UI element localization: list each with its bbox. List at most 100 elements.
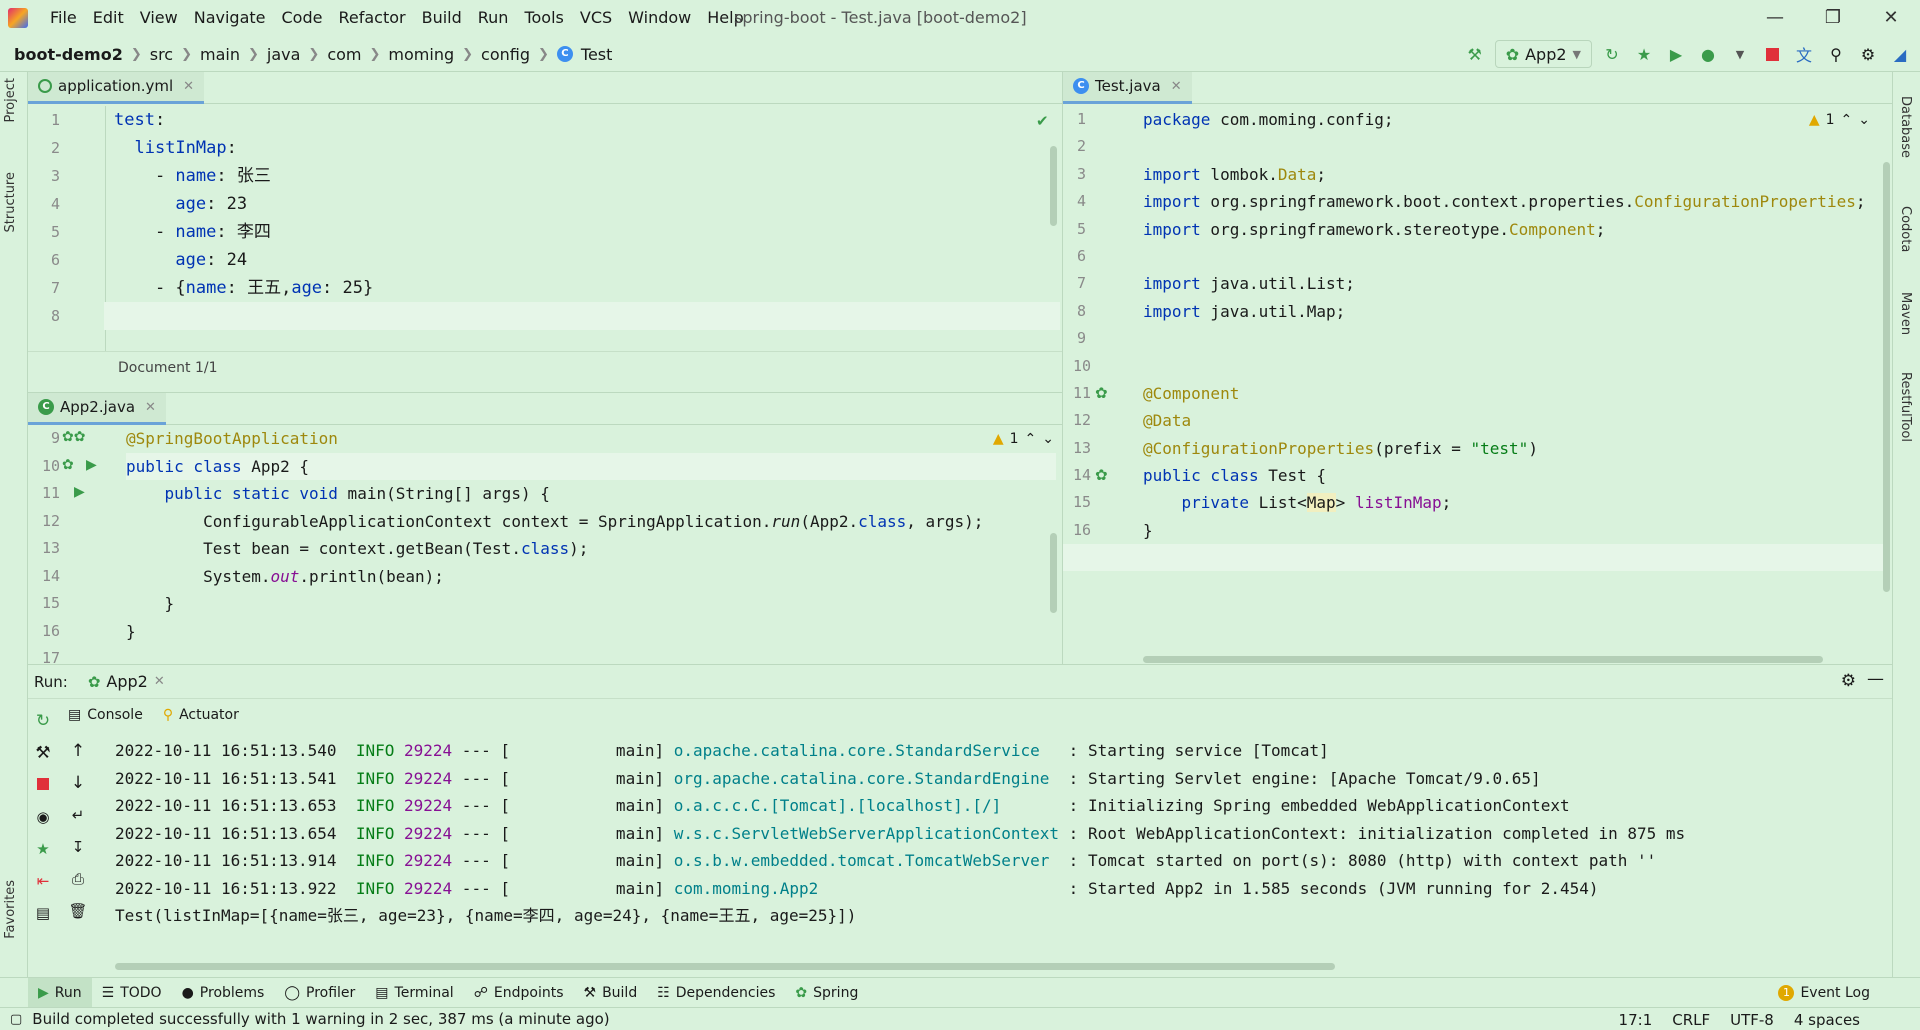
line-separator[interactable]: CRLF bbox=[1672, 1010, 1711, 1029]
status-message[interactable]: Build completed successfully with 1 warn… bbox=[32, 1010, 610, 1028]
status-toggle-icon[interactable]: ▢ bbox=[10, 1011, 23, 1027]
endpoints-tool-button[interactable]: ☍ Endpoints bbox=[464, 978, 574, 1008]
vertical-scrollbar[interactable] bbox=[1883, 162, 1890, 592]
breadcrumb-project[interactable]: boot-demo2 bbox=[14, 44, 123, 64]
project-tool-tab[interactable]: Project bbox=[3, 78, 18, 123]
codota-tool-tab[interactable]: Codota bbox=[1898, 206, 1913, 253]
stop-icon[interactable] bbox=[28, 769, 58, 801]
scroll-to-end-icon[interactable]: ↧ bbox=[71, 838, 85, 856]
yml-code-area[interactable]: 1 2 3 4 5 6 7 8 test: listInMap: - name:… bbox=[28, 106, 1062, 351]
restful-tool-tab[interactable]: RestfulTool bbox=[1898, 372, 1913, 442]
run-configuration-select[interactable]: ✿ App2 ▼ bbox=[1494, 40, 1592, 68]
app2-code-lines[interactable]: @SpringBootApplication public class App2… bbox=[126, 425, 1056, 645]
trash-icon[interactable]: 🗑 bbox=[68, 902, 88, 920]
soft-wrap-icon[interactable]: ↵ bbox=[71, 806, 85, 824]
tab-app2-java[interactable]: C App2.java ✕ bbox=[28, 392, 166, 425]
test-code-lines[interactable]: package com.moming.config; import lombok… bbox=[1143, 106, 1873, 544]
chevron-down-icon[interactable]: ⌄ bbox=[1042, 431, 1054, 447]
minimize-icon[interactable]: — bbox=[1766, 7, 1784, 28]
menu-help[interactable]: Help bbox=[707, 8, 744, 27]
inspection-widget[interactable]: ▲ 1 ⌃ ⌄ bbox=[1809, 112, 1870, 128]
rerun-icon[interactable]: ↻ bbox=[1605, 44, 1619, 64]
profiler-icon[interactable]: ● bbox=[1701, 44, 1715, 64]
breadcrumb-main[interactable]: main bbox=[200, 44, 240, 64]
chevron-up-icon[interactable]: ⌃ bbox=[1840, 112, 1853, 128]
exit-icon[interactable]: ⇤ bbox=[36, 872, 50, 890]
inspection-widget[interactable]: ▲ 1 ⌃ ⌄ bbox=[993, 431, 1054, 447]
console-output[interactable]: 2022-10-11 16:51:13.540 INFO 29224 --- [… bbox=[115, 737, 1885, 937]
spring-bean-gutter-icon[interactable]: ✿ bbox=[1095, 384, 1108, 402]
debug-icon[interactable]: ★ bbox=[1636, 44, 1652, 64]
close-tab-icon[interactable]: ✕ bbox=[145, 399, 156, 415]
arrow-down-icon[interactable]: ↓ bbox=[70, 773, 86, 793]
actuator-tab[interactable]: ⚲ Actuator bbox=[163, 707, 239, 723]
tab-application-yml[interactable]: application.yml ✕ bbox=[28, 71, 205, 104]
event-log-button[interactable]: 1 Event Log bbox=[1768, 978, 1880, 1008]
rerun-icon[interactable]: ↻ bbox=[35, 711, 51, 731]
breadcrumb-config[interactable]: config bbox=[481, 44, 530, 64]
restore-icon[interactable]: ❐ bbox=[1824, 7, 1842, 28]
breadcrumb-com[interactable]: com bbox=[327, 44, 362, 64]
vertical-scrollbar[interactable] bbox=[1050, 533, 1057, 613]
database-tool-tab[interactable]: Database bbox=[1898, 96, 1913, 159]
menu-build[interactable]: Build bbox=[421, 8, 462, 27]
more-run-icon[interactable]: ▼ bbox=[1735, 47, 1745, 61]
hide-icon[interactable]: — bbox=[1867, 669, 1884, 689]
build-tool-button[interactable]: ⚒ Build bbox=[574, 978, 648, 1008]
intellij-logo-icon[interactable] bbox=[8, 8, 28, 28]
chevron-up-icon[interactable]: ⌃ bbox=[1024, 431, 1037, 447]
close-icon[interactable]: ✕ bbox=[1883, 7, 1899, 28]
run-gutter-icon[interactable]: ▶ bbox=[86, 457, 97, 473]
menu-window[interactable]: Window bbox=[628, 8, 692, 27]
wrench-icon[interactable]: ⚒ bbox=[35, 743, 51, 763]
camera-icon[interactable]: ◉ bbox=[36, 808, 50, 826]
run-tool-button[interactable]: ▶ Run bbox=[28, 977, 92, 1008]
print-icon[interactable]: ⎙ bbox=[71, 870, 84, 888]
spring-tool-button[interactable]: ✿ Spring bbox=[785, 978, 868, 1008]
dependencies-tool-button[interactable]: ☷ Dependencies bbox=[647, 978, 785, 1008]
tab-test-java[interactable]: C Test.java ✕ bbox=[1063, 71, 1192, 104]
run-tab-app2[interactable]: ✿ App2 ✕ bbox=[88, 665, 165, 699]
maven-tool-tab[interactable]: Maven bbox=[1898, 292, 1913, 336]
close-tab-icon[interactable]: ✕ bbox=[183, 78, 195, 94]
translate-icon[interactable]: 文 bbox=[1795, 46, 1812, 65]
indent-setting[interactable]: 4 spaces bbox=[1793, 1010, 1860, 1029]
layout-icon[interactable]: ▤ bbox=[35, 904, 51, 922]
menu-run[interactable]: Run bbox=[477, 8, 509, 27]
close-tab-icon[interactable]: ✕ bbox=[153, 674, 165, 689]
plugin-icon[interactable]: ◢ bbox=[1893, 44, 1907, 64]
profiler-tool-button[interactable]: ◯ Profiler bbox=[274, 978, 365, 1008]
menu-code[interactable]: Code bbox=[281, 8, 323, 27]
breadcrumb-src[interactable]: src bbox=[149, 44, 174, 64]
horizontal-scrollbar[interactable] bbox=[115, 963, 1335, 970]
menu-refactor[interactable]: Refactor bbox=[338, 8, 406, 27]
menu-edit[interactable]: Edit bbox=[92, 8, 124, 27]
menu-tools[interactable]: Tools bbox=[524, 8, 564, 27]
file-encoding[interactable]: UTF-8 bbox=[1730, 1010, 1774, 1029]
problems-tool-button[interactable]: ● Problems bbox=[172, 978, 275, 1008]
breadcrumb-java[interactable]: java bbox=[266, 44, 301, 64]
chevron-down-icon[interactable]: ⌄ bbox=[1858, 112, 1870, 128]
stop-icon[interactable] bbox=[1760, 42, 1784, 66]
menu-navigate[interactable]: Navigate bbox=[193, 8, 266, 27]
spring-bean-gutter-icon[interactable]: ✿ bbox=[62, 457, 74, 473]
caret-position[interactable]: 17:1 bbox=[1618, 1010, 1653, 1029]
breadcrumb-moming[interactable]: moming bbox=[388, 44, 455, 64]
gear-icon[interactable]: ⚙ bbox=[1860, 44, 1876, 64]
build-hammer-icon[interactable]: ⚒ bbox=[1467, 44, 1482, 64]
favorites-tool-tab[interactable]: Favorites bbox=[3, 880, 18, 939]
terminal-tool-button[interactable]: ▤ Terminal bbox=[365, 978, 463, 1008]
coverage-icon[interactable]: ▶ bbox=[1669, 44, 1683, 64]
spring-bean-gutter-icon[interactable]: ✿✿ bbox=[62, 429, 86, 445]
structure-tool-tab[interactable]: Structure bbox=[3, 172, 18, 233]
arrow-up-icon[interactable]: ↑ bbox=[70, 741, 86, 761]
horizontal-scrollbar[interactable] bbox=[1143, 656, 1823, 663]
close-tab-icon[interactable]: ✕ bbox=[1170, 78, 1182, 94]
menu-file[interactable]: File bbox=[50, 8, 77, 27]
todo-tool-button[interactable]: ☰ TODO bbox=[92, 978, 172, 1008]
menu-view[interactable]: View bbox=[139, 8, 178, 27]
debug-icon[interactable]: ★ bbox=[36, 840, 50, 858]
menu-vcs[interactable]: VCS bbox=[579, 8, 613, 27]
search-icon[interactable]: ⚲ bbox=[1830, 44, 1842, 64]
console-tab[interactable]: ▤ Console bbox=[68, 707, 143, 723]
